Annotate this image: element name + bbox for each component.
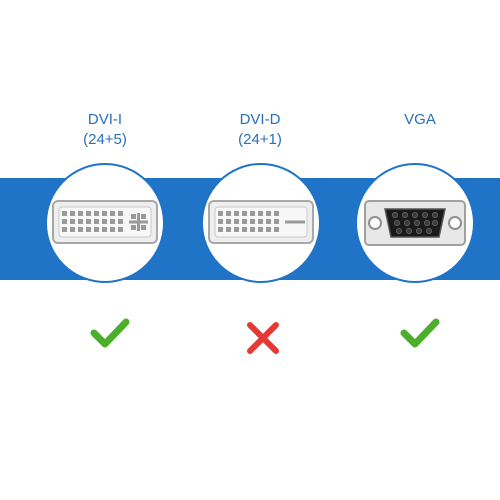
vga-circle — [355, 163, 475, 283]
checkmark-icon — [400, 318, 440, 348]
dvi-i-name: DVI-I — [87, 111, 123, 128]
vga-connector-icon — [364, 200, 466, 246]
cross-icon — [247, 322, 279, 354]
dvi-i-pins: (24+5) — [83, 131, 127, 148]
dvi-d-label: DVI-D (24+1) — [190, 110, 330, 150]
dvi-i-connector-icon — [52, 200, 158, 244]
vga-label: VGA — [350, 110, 490, 130]
dvi-d-connector-icon — [208, 200, 314, 244]
dvi-i-circle — [45, 163, 165, 283]
dvi-d-circle — [201, 163, 321, 283]
vga-name: VGA — [404, 111, 436, 128]
dvi-d-name: DVI-D — [239, 111, 281, 128]
dvi-d-pins: (24+1) — [238, 131, 282, 148]
dvi-i-label: DVI-I (24+5) — [35, 110, 175, 150]
checkmark-icon — [90, 318, 130, 348]
